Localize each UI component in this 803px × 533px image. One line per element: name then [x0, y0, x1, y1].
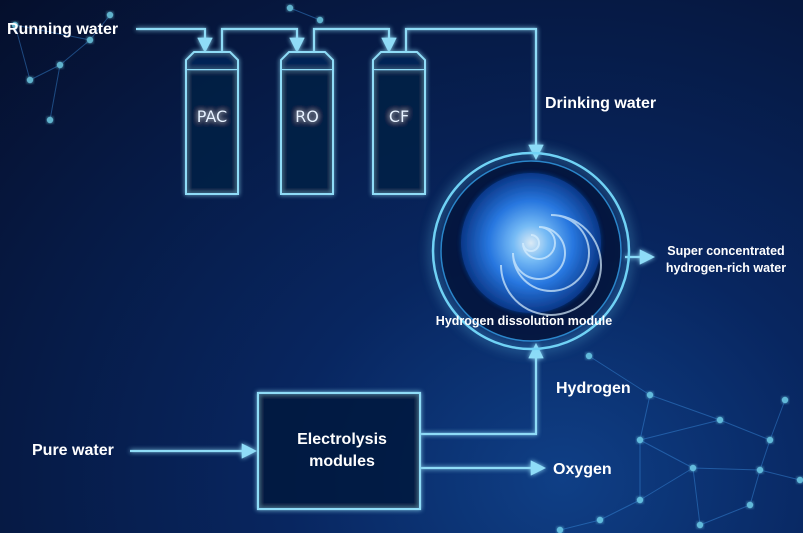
filter-cartridges: PAC RO CF: [185, 51, 426, 195]
network-node: [86, 36, 94, 44]
network-node: [689, 464, 697, 472]
electrolysis-module: Electrolysis modules: [256, 391, 422, 511]
network-node: [11, 21, 19, 29]
network-edge: [639, 439, 694, 469]
vortex-swirl: [500, 214, 602, 316]
filter-cap: [185, 51, 239, 71]
network-edge: [14, 24, 91, 41]
network-edge: [49, 64, 61, 121]
filter-pac: PAC: [185, 51, 239, 195]
network-node: [756, 466, 764, 474]
pipe-pac-to-ro: [220, 27, 305, 54]
network-edge: [749, 469, 761, 506]
network-node: [316, 16, 324, 24]
running-water-label: Running water: [7, 21, 118, 38]
network-edge: [59, 39, 91, 66]
network-edge: [649, 394, 721, 421]
network-edge: [692, 467, 761, 471]
pipes: [130, 27, 656, 476]
network-decoration: [11, 4, 803, 533]
pure-water-label: Pure water: [32, 442, 114, 459]
electrolysis-label-line1: Electrolysis: [297, 431, 387, 448]
network-edge: [559, 519, 601, 531]
filter-label: CF: [389, 107, 409, 126]
network-node: [636, 436, 644, 444]
network-edge: [699, 504, 751, 526]
super-concentrated-label-line1: Super concentrated: [667, 244, 784, 258]
drinking-water-label: Drinking water: [545, 95, 656, 112]
filter-cap: [372, 51, 426, 71]
filter-body: [280, 70, 334, 195]
electrolysis-label-line2: modules: [309, 453, 375, 470]
network-node: [716, 416, 724, 424]
pipe-cf-to-module: [404, 27, 544, 161]
module-outer-ring: [431, 151, 631, 351]
electrolysis-box: [256, 391, 422, 511]
filter-label: PAC: [197, 107, 227, 126]
network-edge: [639, 394, 651, 441]
network-edge: [29, 64, 61, 81]
network-edge: [759, 469, 801, 481]
super-concentrated-label-line2: hydrogen-rich water: [666, 261, 786, 275]
network-node: [646, 391, 654, 399]
network-node: [781, 396, 789, 404]
pipe-running-to-pac: [136, 27, 213, 54]
filter-body: [185, 70, 239, 195]
network-edge: [759, 439, 771, 471]
filter-ro: RO: [280, 51, 334, 195]
network-edge: [14, 24, 31, 81]
filter-body: [372, 70, 426, 195]
vortex-core: [461, 173, 601, 313]
network-node: [26, 76, 34, 84]
network-edge: [588, 355, 651, 396]
network-node: [286, 4, 294, 12]
pipe-hydrogen: [421, 342, 544, 436]
network-node: [46, 116, 54, 124]
pipe-ro-to-cf: [312, 27, 397, 54]
network-node: [556, 526, 564, 533]
hydrogen-dissolution-module: Hydrogen dissolution module: [431, 151, 631, 351]
filter-label: RO: [295, 107, 319, 126]
network-edge: [719, 419, 771, 441]
filter-cap: [280, 51, 334, 71]
network-node: [106, 11, 114, 19]
network-edge: [289, 7, 321, 21]
network-node: [696, 521, 704, 529]
network-node: [796, 476, 803, 484]
network-node: [746, 501, 754, 509]
network-edge: [769, 399, 786, 441]
filter-cf: CF: [372, 51, 426, 195]
network-edge: [89, 14, 111, 41]
network-node: [585, 352, 593, 360]
network-edge: [692, 467, 701, 526]
module-label: Hydrogen dissolution module: [436, 314, 612, 328]
network-node: [636, 496, 644, 504]
network-node: [766, 436, 774, 444]
oxygen-label: Oxygen: [553, 461, 612, 478]
network-node: [56, 61, 64, 69]
network-node: [596, 516, 604, 524]
hydrogen-label: Hydrogen: [556, 380, 631, 397]
network-edge: [639, 467, 694, 501]
network-edge: [639, 419, 721, 441]
network-edge: [599, 499, 641, 521]
